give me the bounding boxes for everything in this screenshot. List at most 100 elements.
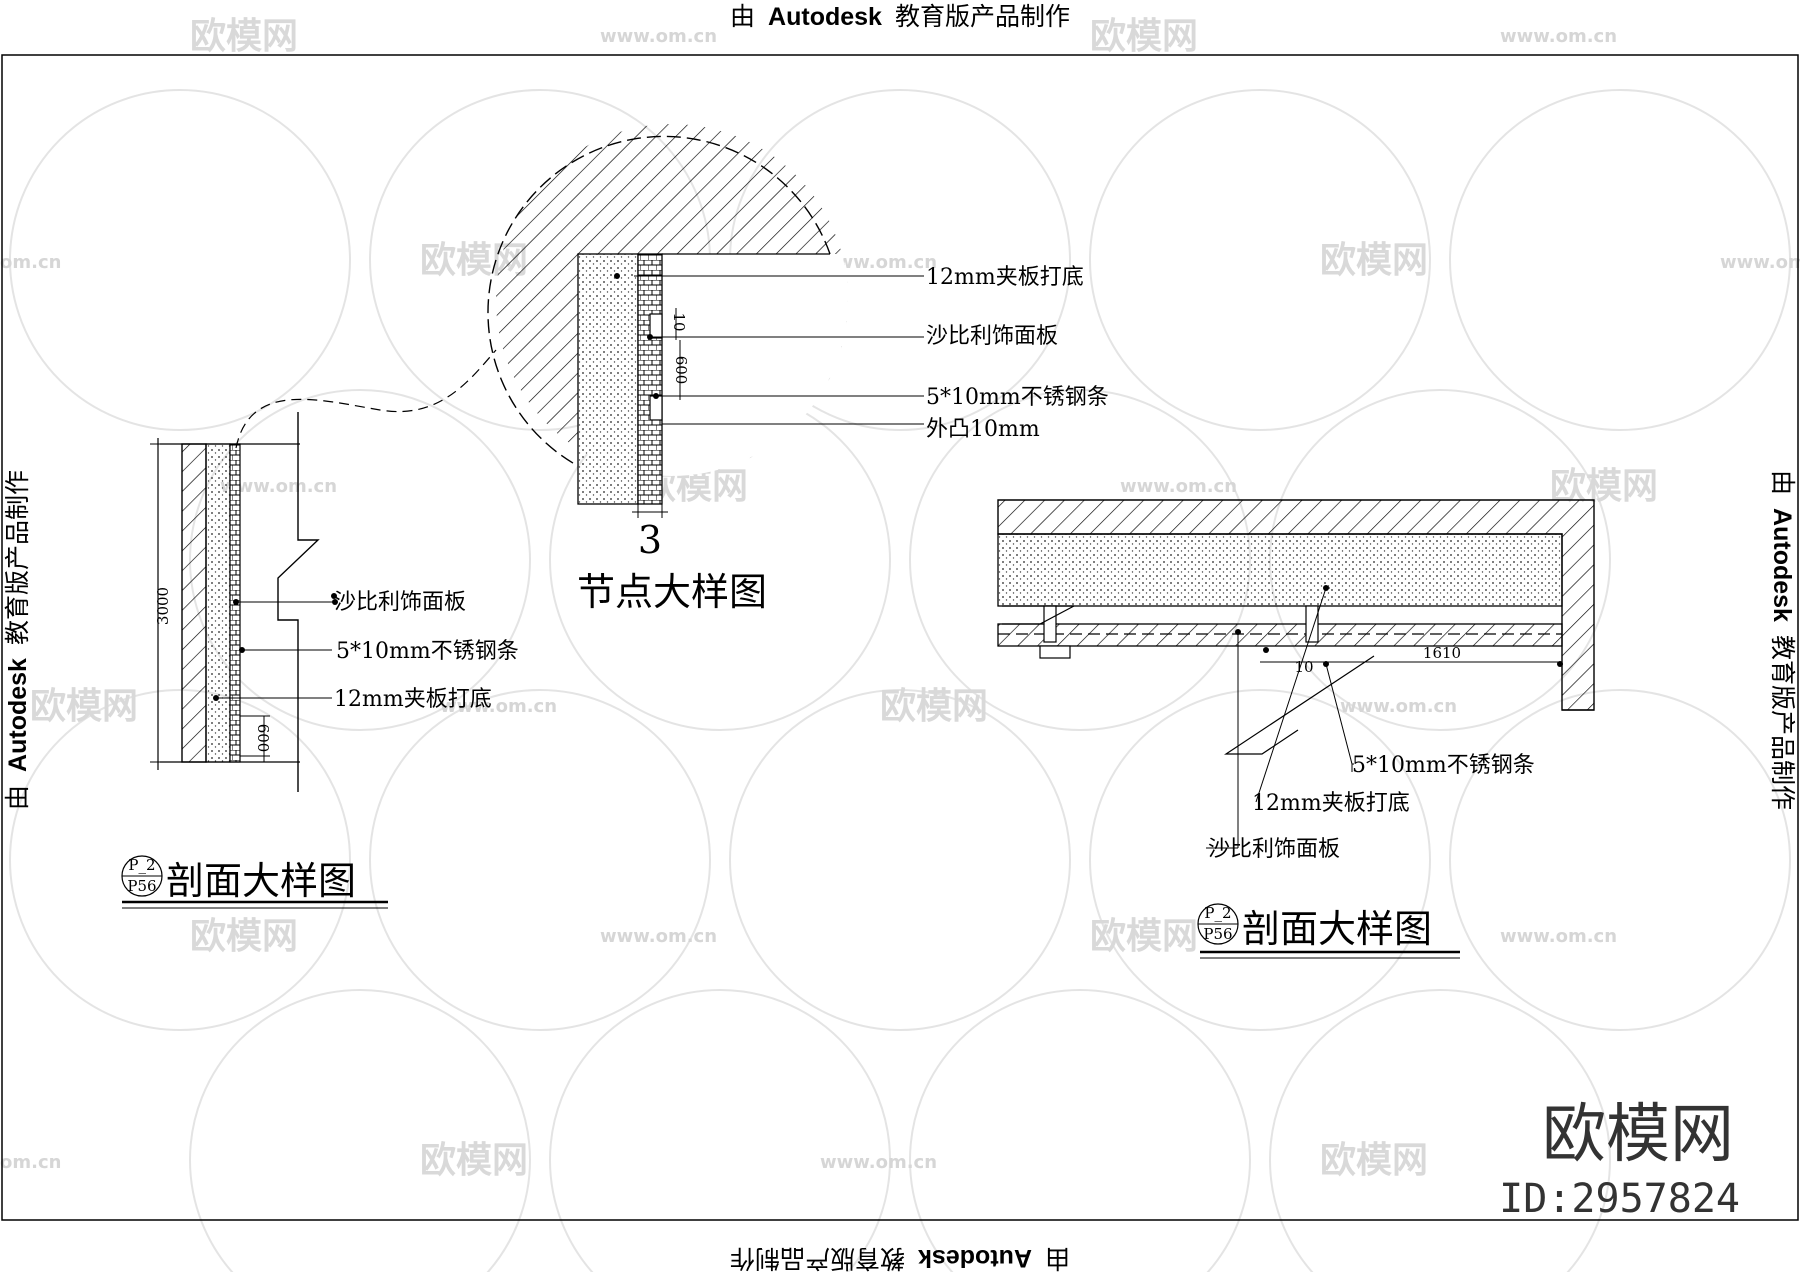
watermark-url: www.om.cn bbox=[440, 696, 557, 717]
watermark-url: www.om.cn bbox=[1120, 476, 1237, 497]
label-sapele-right: 沙比利饰面板 bbox=[1208, 837, 1340, 862]
label-sapele-panel: 沙比利饰面板 bbox=[334, 590, 466, 615]
watermark-url: www.om.cn bbox=[600, 26, 717, 47]
watermark-logo: 欧模网 bbox=[1320, 1140, 1428, 1181]
title-section-left: 剖面大样图 bbox=[166, 859, 356, 903]
watermark-url: www.om.cn bbox=[600, 926, 717, 947]
label-sapele-node: 沙比利饰面板 bbox=[926, 324, 1058, 349]
plywood-layer bbox=[577, 253, 639, 505]
label-strip-node: 5*10mm不锈钢条 bbox=[926, 385, 1109, 410]
drawing-frame bbox=[1, 54, 1799, 1221]
svg-text:由 Autodesk 教育版产品制作: 由 Autodesk 教育版产品制作 bbox=[3, 470, 32, 810]
dim-3000: 3000 bbox=[154, 587, 172, 625]
stamp-left: 由 Autodesk 教育版产品制作 bbox=[3, 470, 32, 810]
dim-600: 600 bbox=[672, 356, 690, 385]
stamp-suffix: 教育版产品制作 bbox=[730, 1244, 905, 1272]
watermark-logo: 欧模网 bbox=[1090, 916, 1198, 957]
plywood-layer bbox=[205, 443, 231, 763]
stamp-bottom: 由 Autodesk 教育版产品制作 bbox=[730, 1244, 1070, 1272]
title-section-right: 剖面大样图 bbox=[1242, 907, 1432, 951]
watermark-url: www.om.cn bbox=[1340, 696, 1457, 717]
stamp-prefix: 由 bbox=[3, 785, 32, 810]
watermark-url: www.om.cn bbox=[820, 252, 937, 273]
leader-dot bbox=[614, 273, 620, 279]
node-detail: 10 600 12mm夹板打底 沙比利饰面板 5*10mm不锈钢条 外凸10mm… bbox=[235, 124, 1109, 614]
watermark-url: www.om.cn bbox=[1500, 926, 1617, 947]
watermark-logo: 欧模网 bbox=[190, 916, 298, 957]
leader-dot bbox=[1557, 661, 1563, 667]
callout-leader bbox=[235, 349, 497, 449]
leader-dot bbox=[331, 593, 337, 599]
watermark-url: www.om.cn bbox=[820, 1152, 937, 1173]
svg-text:由 Autodesk 教育版产品制作: 由 Autodesk 教育版产品制作 bbox=[1768, 470, 1797, 810]
title-node-detail: 节点大样图 bbox=[577, 570, 767, 614]
svg-text:由 Autodesk 教育版产品制作: 由 Autodesk 教育版产品制作 bbox=[730, 2, 1070, 31]
stamp-suffix: 教育版产品制作 bbox=[3, 470, 32, 645]
steel-strip-b bbox=[649, 395, 663, 421]
watermark-logo: 欧模网 bbox=[1320, 240, 1428, 281]
ref-bottom: P56 bbox=[1203, 925, 1232, 943]
label-plywood: 12mm夹板打底 bbox=[334, 687, 492, 712]
veneer-layer bbox=[637, 253, 663, 505]
stamp-brand: Autodesk bbox=[1768, 508, 1796, 622]
watermark-logo: 欧模网 bbox=[30, 686, 138, 727]
section-left: 3000 600 沙比利饰面板 5*10mm不锈钢条 12mm夹板打底 P_2 … bbox=[121, 412, 519, 909]
steel-strip-a bbox=[649, 313, 663, 339]
leader-dot bbox=[1263, 647, 1269, 653]
steel-strip-a bbox=[1043, 605, 1057, 643]
stamp-right: 由 Autodesk 教育版产品制作 bbox=[1768, 470, 1797, 810]
stamp-top: 由 Autodesk 教育版产品制作 bbox=[730, 2, 1070, 31]
break-line bbox=[1224, 655, 1375, 755]
watermark-logo: 欧模网 bbox=[1090, 16, 1198, 57]
ref-bubble-right: P_2 P56 bbox=[1197, 903, 1239, 945]
steel-strip-b bbox=[1305, 605, 1319, 643]
bracket bbox=[1039, 645, 1071, 659]
break-line bbox=[277, 412, 320, 792]
brand-block: 欧模网 ID:2957824 bbox=[1499, 1098, 1740, 1222]
dim-600: 600 bbox=[254, 724, 272, 753]
leader-strip bbox=[1325, 663, 1353, 765]
label-plywood-right: 12mm夹板打底 bbox=[1252, 791, 1410, 816]
watermark-url: www.om.cn bbox=[220, 476, 337, 497]
veneer-layer bbox=[997, 623, 1563, 647]
break-lip bbox=[1002, 605, 1075, 625]
watermark-url: om.cn bbox=[0, 252, 61, 273]
leader-dot bbox=[213, 695, 219, 701]
watermark-logo: 欧模网 bbox=[420, 1140, 528, 1181]
dim-10b: 10 bbox=[1294, 658, 1313, 676]
watermark-layer: 欧模网 欧模网 欧模网 欧模网 欧模网 欧模网 欧模网 欧模网 欧模网 欧模网 … bbox=[0, 16, 1800, 1272]
watermark-logo: 欧模网 bbox=[190, 16, 298, 57]
leader-dot bbox=[233, 599, 239, 605]
leader-dot bbox=[1235, 629, 1241, 635]
stamp-suffix: 教育版产品制作 bbox=[1768, 635, 1797, 810]
stamp-suffix: 教育版产品制作 bbox=[895, 2, 1070, 31]
node-number: 3 bbox=[638, 518, 662, 562]
label-plywood-node: 12mm夹板打底 bbox=[926, 265, 1084, 290]
stamp-prefix: 由 bbox=[730, 2, 755, 31]
stamp-brand: Autodesk bbox=[918, 1244, 1032, 1272]
ref-bubble-left: P_2 P56 bbox=[121, 855, 163, 897]
stamp-brand: Autodesk bbox=[768, 3, 882, 31]
ref-top: P_2 bbox=[1204, 904, 1231, 922]
watermark-url: www.om.cn bbox=[1720, 252, 1800, 273]
svg-text:由 Autodesk 教育版产品制作: 由 Autodesk 教育版产品制作 bbox=[730, 1244, 1070, 1272]
plywood-layer bbox=[997, 533, 1563, 607]
detail-circle bbox=[487, 135, 831, 467]
watermark-url: om.cn bbox=[0, 1152, 61, 1173]
ref-bottom: P56 bbox=[127, 877, 156, 895]
watermark-logo: 欧模网 bbox=[880, 686, 988, 727]
leader-dot bbox=[239, 647, 245, 653]
label-steel-strip: 5*10mm不锈钢条 bbox=[336, 639, 519, 664]
watermark-url: www.om.cn bbox=[1500, 26, 1617, 47]
stamp-brand: Autodesk bbox=[4, 658, 32, 772]
label-strip-right: 5*10mm不锈钢条 bbox=[1352, 753, 1535, 778]
brand-name: 欧模网 bbox=[1542, 1098, 1734, 1172]
leader-dot bbox=[653, 393, 659, 399]
brand-id: ID:2957824 bbox=[1499, 1176, 1740, 1222]
ref-top: P_2 bbox=[128, 856, 155, 874]
leader-dot bbox=[647, 334, 653, 340]
dim-1610: 1610 bbox=[1423, 644, 1461, 662]
dim-10: 10 bbox=[670, 312, 688, 331]
leader-plywood bbox=[1255, 587, 1327, 803]
